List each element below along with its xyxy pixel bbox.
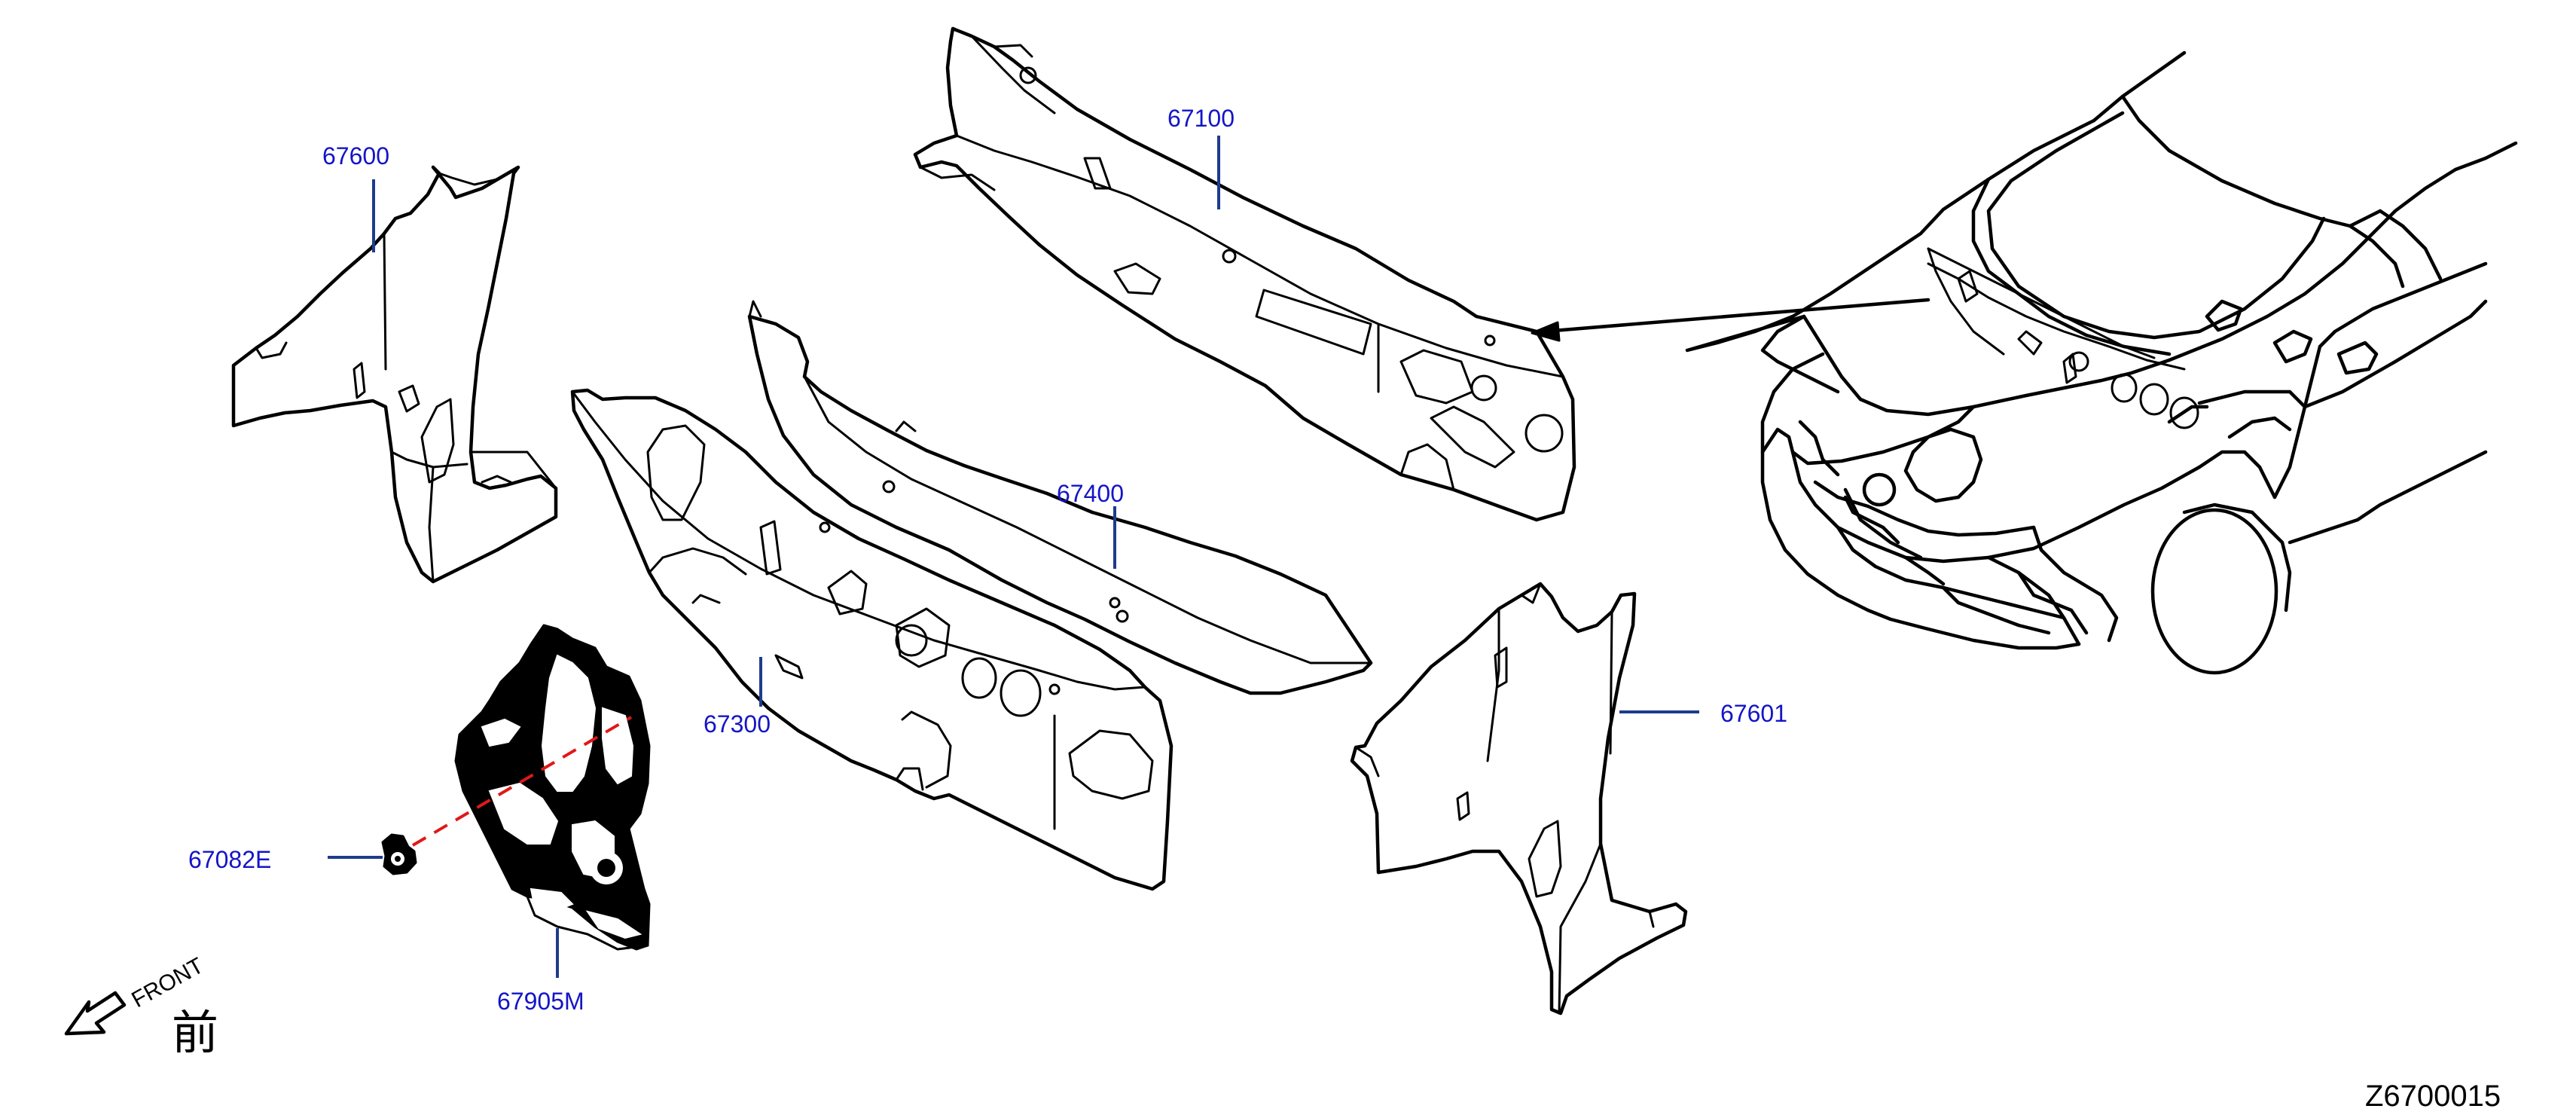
label-67300[interactable]: 67300	[704, 710, 771, 738]
front-indicator: FRONT 前	[64, 953, 218, 1059]
label-67905M[interactable]: 67905M	[497, 988, 584, 1015]
label-67600[interactable]: 67600	[322, 142, 389, 170]
part-67100-cowl-top[interactable]	[913, 26, 1576, 522]
part-labels: 67600 67100 67400 67300 67601 67082E 679…	[188, 105, 1787, 1015]
part-67905M-insulator[interactable]	[454, 624, 651, 951]
part-67601-side-panel[interactable]	[1350, 582, 1688, 1016]
part-67300-dash-panel[interactable]	[570, 388, 1174, 891]
diagram-code: Z6700015	[2365, 1080, 2501, 1113]
front-glyph: 前	[172, 1007, 218, 1059]
label-67100[interactable]: 67100	[1167, 105, 1235, 132]
fastener-path	[411, 716, 633, 847]
reference-arrow	[1531, 298, 1930, 342]
part-67600-side-panel[interactable]	[231, 165, 558, 584]
label-67082E[interactable]: 67082E	[188, 846, 271, 873]
part-67082E-clip[interactable]	[381, 833, 417, 875]
part-67400-cowl-lower[interactable]	[747, 300, 1373, 695]
label-67601[interactable]: 67601	[1720, 700, 1787, 727]
front-label: FRONT	[127, 953, 207, 1013]
leader-lines	[328, 136, 1699, 978]
vehicle-overview	[1685, 50, 2518, 675]
front-arrow-icon	[64, 991, 127, 1036]
label-67400[interactable]: 67400	[1057, 480, 1124, 507]
